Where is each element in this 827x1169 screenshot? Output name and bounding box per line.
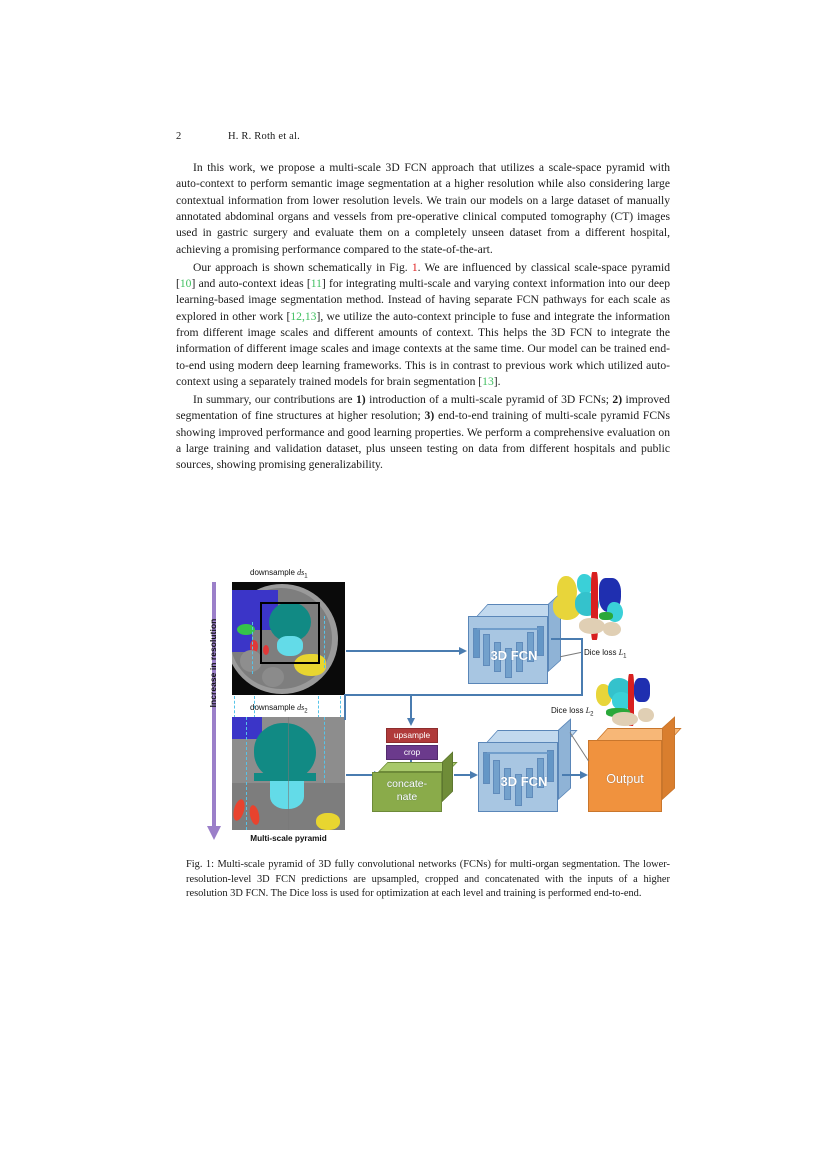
fcn-cube-bottom-label: 3D FCN xyxy=(500,774,548,789)
concatenate-label: concate-nate xyxy=(386,778,428,803)
figure-reference-link[interactable]: 1 xyxy=(411,260,418,274)
paragraph-2: Our approach is shown schematically in F… xyxy=(176,260,670,391)
concat-front-face xyxy=(372,772,442,812)
p2-text-b: . We are influenced by classical scale-s… xyxy=(176,260,671,290)
output-front-face xyxy=(588,740,662,812)
fcn-layer-bar xyxy=(505,648,512,678)
fcn-cube-bottom: 3D FCN xyxy=(478,718,578,812)
fcn-skip-connection xyxy=(487,752,549,754)
concatenate-box: concate-nate xyxy=(372,748,462,812)
output-label: Output xyxy=(606,772,644,786)
citation-link-10[interactable]: 10 xyxy=(179,276,192,290)
arrowhead-ct1-to-fcn1 xyxy=(459,646,467,655)
dice-loss-2-leader xyxy=(569,732,589,762)
p3-text-c: improved segmentation of fine structures… xyxy=(176,392,670,423)
running-head: 2 H. R. Roth et al. xyxy=(176,131,676,142)
running-title: H. R. Roth et al. xyxy=(228,131,300,142)
arrowhead-fcn2-to-output xyxy=(580,770,588,779)
output-side-face xyxy=(662,716,675,800)
p2-text-f: ]. xyxy=(493,374,501,388)
dice-loss-1-label: Dice loss L1 xyxy=(584,648,627,660)
fcn-layer-bar xyxy=(526,768,533,798)
paragraph-3: In summary, our contributions are 1) int… xyxy=(176,392,670,474)
arrowhead-concat-to-fcn2 xyxy=(470,770,478,779)
p2-text-c: ] and auto-context ideas [ xyxy=(191,276,311,290)
feedback-path-v3 xyxy=(410,696,413,720)
fcn-cube-top-label: 3D FCN xyxy=(490,648,538,663)
upsample-label: upsample xyxy=(393,730,431,741)
p2-text-d: ] for integrating multi-scale and varyin… xyxy=(176,276,670,323)
multi-scale-pyramid-label: Multi-scale pyramid xyxy=(250,834,327,843)
feedback-path-h2 xyxy=(344,694,583,697)
downsample-ds1-label: downsample ds1 xyxy=(250,568,308,580)
figure-caption: Fig. 1: Multi-scale pyramid of 3D fully … xyxy=(186,858,670,902)
fcn-skip-connection xyxy=(477,628,539,630)
p2-text-a: Our approach is shown schematically in F… xyxy=(193,260,412,274)
resolution-axis-arrow xyxy=(203,582,225,844)
resolution-axis-label: Increase in resolution xyxy=(208,618,218,708)
fcn-cube-top: 3D FCN xyxy=(468,592,568,684)
paragraph-1: In this work, we propose a multi-scale 3… xyxy=(176,161,670,256)
dice-loss-1-leader xyxy=(560,651,582,658)
caption-label: Fig. 1: xyxy=(186,859,214,870)
arrow-ct2-to-concat xyxy=(346,774,376,777)
fcn-layer-bar xyxy=(527,632,534,662)
organ-rendering-bottom xyxy=(594,674,660,732)
downsample-ds2-label: downsample ds2 xyxy=(250,703,308,715)
figure-1: Increase in resolution downsample ds1 xyxy=(196,562,682,854)
fcn-layer-bar xyxy=(473,628,480,658)
arrow-fcn2-to-output xyxy=(562,774,582,777)
citation-link-12-13[interactable]: 12,13 xyxy=(290,309,317,323)
axis-shaft xyxy=(212,582,216,830)
concat-side-face xyxy=(442,751,453,802)
crop-box: crop xyxy=(386,745,438,760)
fcn-layer-bar xyxy=(516,642,523,672)
fcn-layer-bar xyxy=(483,752,490,784)
pyramid-guide-midright xyxy=(318,696,319,718)
upsample-box: upsample xyxy=(386,728,438,743)
pyramid-guide-midleft xyxy=(254,696,255,718)
fcn-layer-bar xyxy=(547,750,554,782)
p2-text-e: ], we utilize the auto-context principle… xyxy=(176,309,671,388)
citation-link-13[interactable]: 13 xyxy=(482,374,494,388)
contribution-marker-2: 2) xyxy=(612,392,623,406)
caption-text: Multi-scale pyramid of 3D fully convolut… xyxy=(186,859,671,900)
body-column: In this work, we propose a multi-scale 3… xyxy=(176,160,670,474)
feedback-path-v2 xyxy=(344,694,347,720)
citation-link-11[interactable]: 11 xyxy=(310,276,322,290)
p3-text-d: end-to-end training of multi-scale pyram… xyxy=(176,409,670,472)
fcn-layer-bar xyxy=(483,634,490,666)
fcn-layer-bar xyxy=(493,760,500,794)
fcn-layer-bar xyxy=(515,774,522,806)
axis-arrowhead-icon xyxy=(207,826,221,840)
contribution-marker-1: 1) xyxy=(355,392,366,406)
page-number: 2 xyxy=(176,131,182,142)
organ-rendering-top xyxy=(551,572,629,646)
pyramid-guide-right xyxy=(340,696,341,718)
fcn-layer-bar xyxy=(494,642,501,672)
p3-text-b: introduction of a multi-scale pyramid of… xyxy=(365,392,613,406)
arrow-ct1-to-fcn1 xyxy=(346,650,460,653)
pyramid-guide-left xyxy=(234,696,235,718)
fcn-layer-bar xyxy=(537,626,544,656)
ct-slice-high-resolution xyxy=(232,717,345,830)
contribution-marker-3: 3) xyxy=(424,409,435,423)
arrowhead-to-upsample xyxy=(406,718,415,726)
feedback-path-v1 xyxy=(581,638,584,696)
ct-slice-low-resolution xyxy=(232,582,345,695)
output-cube: Output xyxy=(588,716,682,814)
arrow-concat-to-fcn2 xyxy=(454,774,472,777)
fcn-layer-bar xyxy=(537,758,544,788)
feedback-path-h1 xyxy=(551,638,583,641)
p3-text-a: In summary, our contributions are xyxy=(193,392,356,406)
fcn-layer-bar xyxy=(504,768,511,800)
crop-label: crop xyxy=(403,747,421,758)
dice-loss-2-label: Dice loss L2 xyxy=(551,706,594,718)
